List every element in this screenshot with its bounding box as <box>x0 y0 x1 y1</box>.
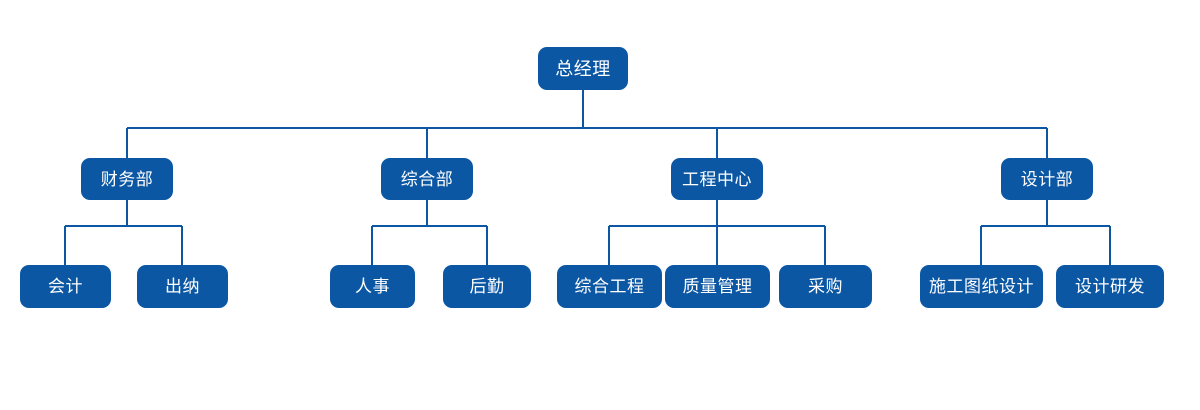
node-label: 后勤 <box>469 277 505 296</box>
node-level3-procurement[interactable]: 采购 <box>779 265 872 308</box>
node-label: 综合部 <box>400 169 454 189</box>
node-level3-comprehensive-engineering[interactable]: 综合工程 <box>557 265 662 308</box>
node-root[interactable]: 总经理 <box>538 47 628 90</box>
node-level2-design[interactable]: 设计部 <box>1001 158 1093 200</box>
node-label: 施工图纸设计 <box>929 277 1034 296</box>
node-label: 采购 <box>808 277 843 296</box>
node-level2-engineering-center[interactable]: 工程中心 <box>671 158 763 200</box>
node-label: 综合工程 <box>574 277 645 296</box>
node-level3-design-rnd[interactable]: 设计研发 <box>1056 265 1164 308</box>
node-level2-finance[interactable]: 财务部 <box>81 158 173 200</box>
node-level3-cashier[interactable]: 出纳 <box>137 265 228 308</box>
node-level3-accounting[interactable]: 会计 <box>20 265 111 308</box>
node-label: 设计部 <box>1020 169 1074 189</box>
node-level2-general-affairs[interactable]: 综合部 <box>381 158 473 200</box>
node-level3-quality-management[interactable]: 质量管理 <box>665 265 770 308</box>
node-label: 总经理 <box>555 58 611 79</box>
node-label: 出纳 <box>165 277 200 296</box>
node-label: 财务部 <box>100 169 154 189</box>
node-label: 工程中心 <box>682 169 752 189</box>
node-level3-logistics[interactable]: 后勤 <box>443 265 531 308</box>
node-label: 会计 <box>48 277 83 296</box>
node-level3-hr[interactable]: 人事 <box>330 265 415 308</box>
node-label: 设计研发 <box>1075 277 1145 296</box>
node-level3-construction-drawing-design[interactable]: 施工图纸设计 <box>920 265 1043 308</box>
node-label: 人事 <box>355 277 390 296</box>
node-label: 质量管理 <box>682 277 753 296</box>
